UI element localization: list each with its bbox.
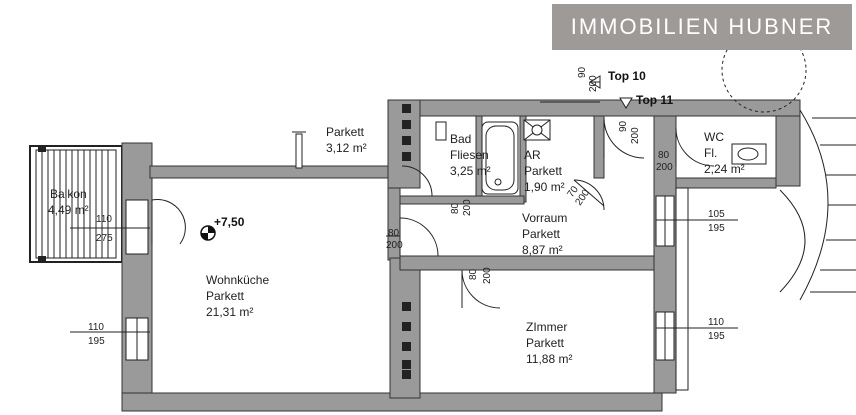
windows xyxy=(125,195,675,361)
vorraum-floor: Parkett xyxy=(522,227,561,241)
company-logo: IMMOBILIEN HUBNER xyxy=(570,14,834,39)
bad-name: Bad xyxy=(450,132,471,146)
elevation-marker-symbol xyxy=(200,225,216,241)
door-bad-w: 80 xyxy=(450,202,461,214)
logo-background xyxy=(552,4,852,50)
bathroom-fixtures xyxy=(435,119,767,195)
ar-area: 1,90 m² xyxy=(524,180,565,194)
walls xyxy=(121,99,801,412)
window-right-top-h: 195 xyxy=(708,223,725,234)
door-wohn-w: 80 xyxy=(388,228,400,239)
balkon-door-w: 110 xyxy=(96,214,112,225)
window-right-bottom-h: 195 xyxy=(708,331,725,342)
terrace-area: 3,12 m² xyxy=(326,141,367,155)
door-zimmer-w: 80 xyxy=(468,268,479,280)
entry-markers xyxy=(540,75,633,109)
door-zimmer-h: 200 xyxy=(482,267,493,284)
balkon-door-h: 275 xyxy=(96,233,113,244)
door-wohn-h: 200 xyxy=(386,240,403,251)
balcony xyxy=(29,145,123,263)
hidden-object-circle xyxy=(721,27,807,113)
door-top10-w: 90 xyxy=(577,66,588,78)
bad-area: 3,25 m² xyxy=(450,164,491,178)
unit-top11: Top 11 xyxy=(636,93,673,107)
door-top10-h: 200 xyxy=(588,75,599,92)
door-entry-w: 90 xyxy=(618,120,629,132)
vorraum-area: 8,87 m² xyxy=(522,243,563,257)
wohnkueche-name: Wohnküche xyxy=(206,273,269,287)
wohnkueche-area: 21,31 m² xyxy=(206,305,253,319)
door-wc-w: 80 xyxy=(658,150,670,161)
wc-name: WC xyxy=(704,130,724,144)
room-labels: Balkon 4,49 m² 110 275 +7,50 Parkett 3,1… xyxy=(48,69,745,366)
window-right-top-w: 105 xyxy=(708,209,725,220)
window-left-w: 110 xyxy=(88,322,104,333)
wc-area: 2,24 m² xyxy=(704,162,745,176)
elevation-marker: +7,50 xyxy=(214,215,245,229)
doors xyxy=(151,117,715,309)
door-wc-h: 200 xyxy=(656,162,673,173)
terrace-floor: Parkett xyxy=(326,125,365,139)
staircase xyxy=(675,109,856,391)
wohnkueche-floor: Parkett xyxy=(206,289,245,303)
bad-floor: Fliesen xyxy=(450,148,489,162)
wc-floor: Fl. xyxy=(704,146,717,160)
zimmer-area: 11,88 m² xyxy=(526,352,572,366)
vent-shafts xyxy=(402,104,411,379)
balkon-name: Balkon xyxy=(50,187,87,201)
zimmer-floor: Parkett xyxy=(526,336,565,350)
window-right-bottom-w: 110 xyxy=(708,317,724,328)
ar-floor: Parkett xyxy=(524,164,563,178)
window-left-h: 195 xyxy=(88,336,105,347)
ar-name: AR xyxy=(524,148,541,162)
dimension-lines xyxy=(70,219,738,333)
terrace-railing xyxy=(292,131,306,169)
door-bad-h: 200 xyxy=(462,199,473,216)
unit-top10: Top 10 xyxy=(608,69,646,83)
vorraum-name: Vorraum xyxy=(522,211,567,225)
balkon-area: 4,49 m² xyxy=(48,203,89,217)
door-entry-h: 200 xyxy=(630,127,641,144)
zimmer-name: ZImmer xyxy=(526,320,567,334)
